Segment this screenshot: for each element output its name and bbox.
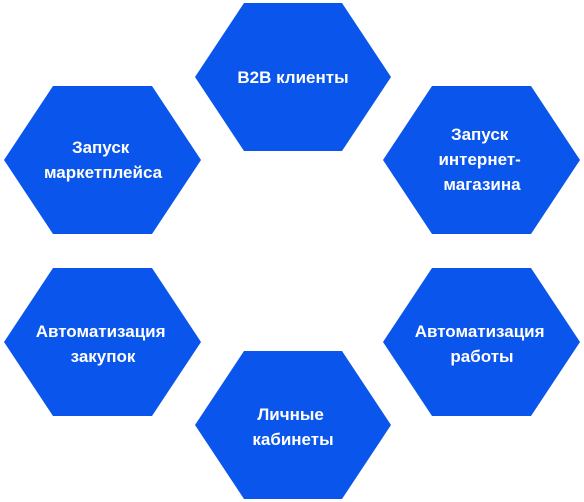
- hexagon-ecommerce-launch: Запуск интернет- магазина: [383, 86, 580, 234]
- hexagon-shape: [195, 351, 391, 499]
- hexagon-label: B2B клиенты: [237, 68, 348, 87]
- hexagon-marketplace-launch: Запуск маркетплейса: [4, 86, 201, 234]
- hexagon-label: Личные кабинеты: [252, 405, 333, 449]
- hexagon-shape: [4, 86, 201, 234]
- hexagon-label: Запуск интернет- магазина: [438, 125, 525, 194]
- hexagon-personal-accounts: Личные кабинеты: [195, 351, 391, 499]
- hexagon-label: Автоматизация работы: [415, 322, 550, 366]
- hexagon-label: Запуск маркетплейса: [44, 138, 163, 182]
- hexagon-shape: [383, 86, 580, 234]
- hexagon-shape: [195, 3, 391, 151]
- hexagon-b2b-clients: B2B клиенты: [195, 3, 391, 151]
- hexagon-label: Автоматизация закупок: [36, 322, 171, 366]
- hexagon-procurement-automation: Автоматизация закупок: [4, 268, 201, 416]
- hexagon-work-automation: Автоматизация работы: [383, 268, 580, 416]
- hexagon-shape: [383, 268, 580, 416]
- hexagon-shape: [4, 268, 201, 416]
